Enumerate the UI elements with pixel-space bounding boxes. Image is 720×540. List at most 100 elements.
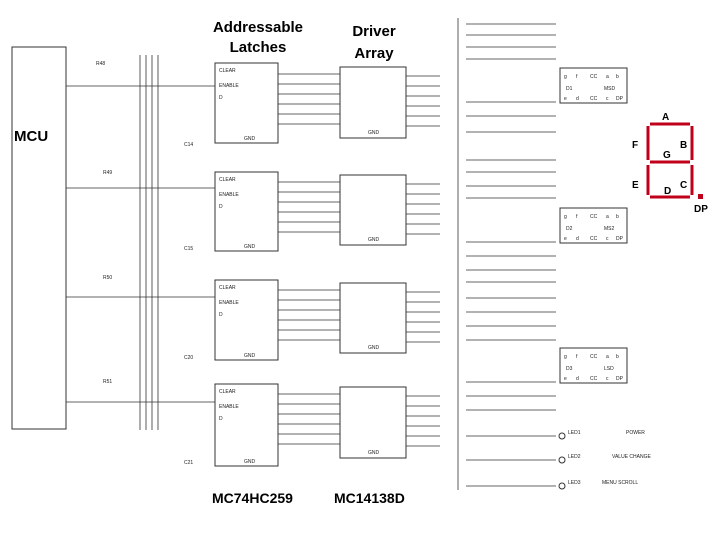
- svg-text:e: e: [564, 376, 567, 382]
- resistor-R51: R51: [103, 379, 112, 385]
- display-module-ms2: g f CC a b D2 MS2 e d CC c DP: [559, 207, 628, 244]
- svg-text:D2: D2: [566, 226, 573, 232]
- svg-text:MENU SCROLL: MENU SCROLL: [602, 480, 638, 486]
- svg-text:D: D: [219, 95, 223, 101]
- svg-text:CC: CC: [590, 354, 598, 360]
- svg-text:ENABLE: ENABLE: [219, 300, 239, 306]
- driver-ic-3: GND: [339, 282, 407, 354]
- svg-text:a: a: [606, 74, 609, 80]
- svg-text:d: d: [576, 376, 579, 382]
- driver-part-number: MC14138D: [334, 490, 405, 506]
- svg-text:LED2: LED2: [568, 454, 581, 460]
- svg-text:GND: GND: [244, 353, 256, 359]
- segment-label-b: B: [680, 140, 687, 151]
- svg-text:DP: DP: [616, 96, 624, 102]
- led-1: LED1 POWER: [558, 430, 645, 440]
- svg-text:D: D: [219, 204, 223, 210]
- svg-text:CC: CC: [590, 376, 598, 382]
- segment-label-d: D: [664, 186, 671, 197]
- led-3: LED3 MENU SCROLL: [558, 480, 638, 490]
- segment-label-c: C: [680, 180, 687, 191]
- resistor-R50: R50: [103, 275, 112, 281]
- svg-text:c: c: [606, 236, 609, 242]
- svg-text:g: g: [564, 74, 567, 80]
- svg-text:b: b: [616, 214, 619, 220]
- latches-heading-line1: Addressable: [213, 19, 303, 36]
- latch-4-cap-ref: C21: [184, 460, 193, 466]
- segment-label-g: G: [663, 150, 671, 161]
- svg-text:f: f: [576, 214, 578, 220]
- segment-label-e: E: [632, 180, 639, 191]
- svg-text:f: f: [576, 354, 578, 360]
- latches-heading-line2: Latches: [230, 39, 287, 56]
- latch-driver-wires: [278, 73, 340, 445]
- svg-text:g: g: [564, 354, 567, 360]
- svg-text:POWER: POWER: [626, 430, 645, 436]
- svg-text:MS2: MS2: [604, 226, 615, 232]
- segment-resistor-rows: [466, 23, 556, 487]
- svg-text:D: D: [219, 416, 223, 422]
- svg-text:VALUE CHANGE: VALUE CHANGE: [612, 454, 651, 460]
- svg-text:g: g: [564, 214, 567, 220]
- latch-ic-2: CLEAR ENABLE D GND C15: [184, 171, 279, 252]
- svg-text:ENABLE: ENABLE: [219, 404, 239, 410]
- svg-text:D1: D1: [566, 86, 573, 92]
- svg-text:LSD: LSD: [604, 366, 614, 372]
- svg-text:MSD: MSD: [604, 86, 616, 92]
- svg-text:D3: D3: [566, 366, 573, 372]
- svg-text:GND: GND: [368, 130, 380, 136]
- driver-heading-line1: Driver: [352, 23, 396, 40]
- segment-label-dp: DP: [694, 204, 708, 215]
- latch-part-number: MC74HC259: [212, 490, 293, 506]
- svg-text:f: f: [576, 74, 578, 80]
- svg-text:d: d: [576, 96, 579, 102]
- resistor-R48: R48: [96, 61, 105, 67]
- latch-ic-1: CLEAR ENABLE D GND C14: [184, 62, 279, 148]
- latch-1-cap-ref: C14: [184, 142, 193, 148]
- svg-text:c: c: [606, 376, 609, 382]
- svg-text:GND: GND: [368, 450, 380, 456]
- svg-text:a: a: [606, 214, 609, 220]
- svg-text:CLEAR: CLEAR: [219, 68, 236, 74]
- display-module-lsd: g f CC a b D3 LSD e d CC c DP: [559, 347, 628, 384]
- svg-text:GND: GND: [368, 237, 380, 243]
- svg-text:D: D: [219, 312, 223, 318]
- svg-text:ENABLE: ENABLE: [219, 192, 239, 198]
- mcu-output-wires: [66, 55, 215, 430]
- driver-ic-1: GND: [339, 66, 407, 139]
- segment-label-a: A: [662, 112, 669, 123]
- svg-text:DP: DP: [616, 236, 624, 242]
- led-2: LED2 VALUE CHANGE: [558, 454, 651, 464]
- svg-text:CC: CC: [590, 96, 598, 102]
- mcu-block: [11, 46, 67, 430]
- svg-text:b: b: [616, 354, 619, 360]
- latch-ic-4: CLEAR ENABLE D GND C21: [184, 383, 279, 467]
- svg-text:d: d: [576, 236, 579, 242]
- svg-text:a: a: [606, 354, 609, 360]
- driver-ic-2: GND: [339, 174, 407, 246]
- svg-text:e: e: [564, 96, 567, 102]
- svg-text:GND: GND: [368, 345, 380, 351]
- segment-legend: [646, 122, 703, 199]
- svg-text:GND: GND: [244, 244, 256, 250]
- driver-heading-line2: Array: [354, 45, 394, 62]
- driver-output-wires: [406, 18, 459, 490]
- svg-text:c: c: [606, 96, 609, 102]
- svg-text:CLEAR: CLEAR: [219, 177, 236, 183]
- svg-text:LED1: LED1: [568, 430, 581, 436]
- svg-text:CLEAR: CLEAR: [219, 389, 236, 395]
- latch-3-cap-ref: C20: [184, 355, 193, 361]
- svg-text:LED3: LED3: [568, 480, 581, 486]
- mcu-label: MCU: [14, 128, 48, 145]
- svg-text:DP: DP: [616, 376, 624, 382]
- svg-text:CC: CC: [590, 236, 598, 242]
- driver-ic-4: GND: [339, 386, 407, 459]
- resistor-R49: R49: [103, 170, 112, 176]
- svg-text:e: e: [564, 236, 567, 242]
- segment-label-f: F: [632, 140, 638, 151]
- svg-text:GND: GND: [244, 459, 256, 465]
- svg-text:ENABLE: ENABLE: [219, 83, 239, 89]
- svg-text:CC: CC: [590, 214, 598, 220]
